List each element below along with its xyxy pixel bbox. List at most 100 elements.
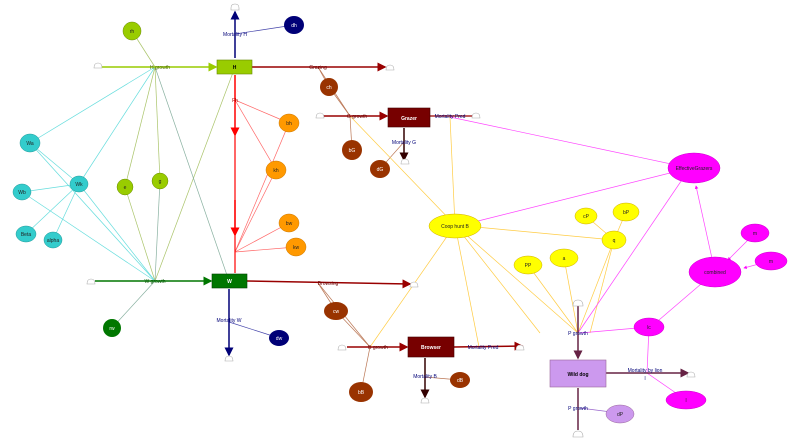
w-growth-label: W growth: [144, 279, 165, 285]
svg-text:Beta: Beta: [21, 232, 32, 238]
cloud-icon: [572, 299, 584, 307]
clouds: [86, 3, 696, 438]
var-cw[interactable]: cw: [324, 302, 348, 320]
var-pp[interactable]: PP: [513, 255, 543, 275]
var-beta[interactable]: Beta: [15, 225, 37, 243]
mortality-pred-label: Mortality Pred: [435, 114, 466, 120]
svg-text:Coop hunt B: Coop hunt B: [441, 224, 469, 230]
svg-text:m: m: [769, 259, 773, 265]
svg-text:PP: PP: [525, 263, 532, 269]
var-bw[interactable]: bw: [278, 213, 300, 233]
svg-text:lc: lc: [647, 325, 651, 331]
var-bp[interactable]: bP: [612, 202, 640, 222]
var-ch[interactable]: ch: [320, 78, 338, 96]
var-alpha[interactable]: alpha: [43, 231, 63, 249]
stock-w-label: W: [227, 279, 232, 285]
stock-wild-dog-label: Wild dog: [567, 372, 588, 378]
cloud-icon: [420, 397, 430, 404]
svg-text:bG: bG: [349, 148, 356, 154]
var-effective-grazers[interactable]: EffectiveGrazers: [667, 152, 721, 184]
h-growth-label: H growth: [150, 65, 170, 71]
stock-wild-dog[interactable]: Wild dog: [549, 359, 607, 388]
cloud-icon: [409, 281, 419, 288]
flows: [95, 10, 690, 430]
svg-text:bw: bw: [286, 221, 293, 227]
var-bb[interactable]: bB: [349, 382, 373, 402]
svg-text:alpha: alpha: [47, 238, 59, 244]
svg-text:Wa: Wa: [26, 141, 34, 147]
svg-text:dG: dG: [377, 167, 384, 173]
svg-text:e: e: [124, 185, 127, 191]
var-bh[interactable]: bh: [278, 113, 300, 133]
var-rw[interactable]: rw: [103, 319, 121, 337]
stock-grazer-label: Grazer: [401, 116, 417, 122]
svg-text:ch: ch: [326, 85, 332, 91]
cloud-icon: [686, 371, 696, 378]
svg-text:bh: bh: [286, 121, 292, 127]
var-q[interactable]: q: [601, 230, 627, 250]
var-wa[interactable]: Wa: [19, 133, 41, 153]
var-wb[interactable]: Wb: [12, 183, 32, 201]
svg-text:a: a: [563, 256, 566, 262]
svg-text:cP: cP: [583, 214, 590, 220]
mortality-by-lion-label: Mortality by lion: [628, 368, 663, 374]
mortality-w-label: Mortality W: [217, 318, 242, 324]
svg-text:dw: dw: [276, 336, 283, 342]
var-e[interactable]: e: [116, 178, 134, 196]
var-lc[interactable]: lc: [633, 317, 665, 337]
var-dw[interactable]: dw: [269, 330, 289, 346]
svg-text:m: m: [753, 231, 757, 237]
p-growth-label: P growth: [568, 331, 588, 337]
var-l[interactable]: l: [665, 390, 707, 410]
svg-text:g: g: [159, 179, 162, 185]
var-combined[interactable]: combined: [688, 256, 742, 288]
svg-text:cw: cw: [333, 309, 340, 315]
svg-text:dh: dh: [291, 23, 297, 29]
cloud-icon: [471, 112, 481, 119]
stock-browser[interactable]: Browser: [407, 336, 455, 358]
var-m1[interactable]: m: [740, 223, 770, 243]
var-m2[interactable]: m: [754, 251, 788, 271]
stock-browser-label: Browser: [421, 345, 441, 351]
cloud-icon: [93, 62, 103, 69]
var-rh[interactable]: rh: [122, 21, 142, 41]
var-dg[interactable]: dG: [370, 160, 390, 178]
cloud-icon: [515, 344, 525, 351]
var-cp[interactable]: cP: [574, 207, 598, 225]
browsing-label: Browsing: [318, 281, 339, 287]
cloud-icon: [315, 112, 325, 119]
cloud-icon: [230, 3, 240, 11]
flow-labels: Mortality H H growth Grazing Fh G growth…: [144, 32, 662, 412]
var-a[interactable]: a: [549, 248, 579, 268]
fh-label: Fh: [232, 98, 238, 104]
mortality-b-label: Mortality B: [413, 374, 437, 380]
mortality-pred-b-label: Mortality Pred: [468, 345, 499, 351]
svg-text:l: l: [685, 398, 686, 404]
var-dp[interactable]: dP: [605, 404, 635, 424]
svg-text:kh: kh: [273, 168, 279, 174]
stock-w[interactable]: W: [211, 273, 248, 289]
svg-text:bB: bB: [358, 390, 365, 396]
var-kw[interactable]: kw: [285, 237, 307, 257]
grazing-label: Grazing: [309, 65, 327, 71]
cloud-icon: [86, 278, 96, 285]
var-db[interactable]: dB: [450, 372, 470, 388]
var-kh[interactable]: kh: [265, 160, 287, 180]
svg-text:Wb: Wb: [18, 190, 26, 196]
cloud-icon: [572, 430, 584, 438]
svg-text:rw: rw: [109, 326, 115, 332]
stock-grazer[interactable]: Grazer: [387, 107, 431, 128]
info-links: [21, 24, 771, 414]
svg-text:q: q: [613, 238, 616, 244]
stock-h[interactable]: H: [216, 59, 253, 75]
var-bg[interactable]: bG: [342, 140, 362, 160]
var-dh[interactable]: dh: [284, 16, 304, 34]
var-g[interactable]: g: [151, 172, 169, 190]
var-coop-hunt[interactable]: Coop hunt B: [428, 213, 482, 239]
mortality-h-label: Mortality H: [223, 32, 247, 38]
svg-text:dP: dP: [617, 412, 624, 418]
l-label: l: [644, 376, 645, 382]
mortality-g-label: Mortality G: [392, 140, 416, 146]
var-wk[interactable]: Wk: [69, 175, 89, 193]
